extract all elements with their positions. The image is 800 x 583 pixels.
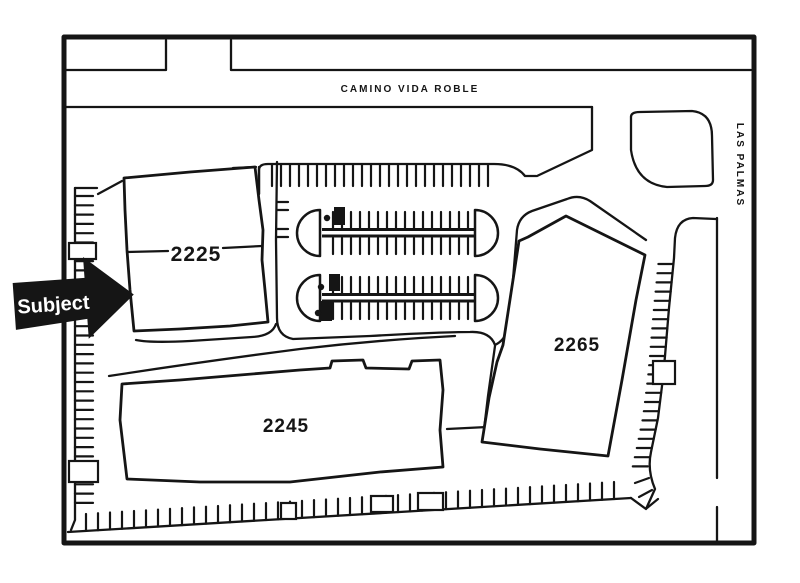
subject-arrow-icon: [12, 256, 134, 339]
upper-parking-row: [231, 162, 538, 196]
corner-landscape-parcel: [629, 109, 715, 189]
street-label-camino-vida-roble: CAMINO VIDA ROBLE: [341, 84, 480, 95]
street-las-palmas: LAS PALMAS: [715, 123, 745, 543]
building-2225: 2225: [122, 165, 270, 333]
building-label-2245: 2245: [263, 416, 309, 437]
street-camino-vida-roble: CAMINO VIDA ROBLE: [62, 38, 753, 178]
building-2265: 2265: [480, 214, 647, 458]
building-label-2225: 2225: [171, 243, 222, 266]
street-label-las-palmas: LAS PALMAS: [734, 123, 745, 207]
subject-pointer: Subject: [12, 256, 134, 339]
drive-aisle-lines: [96, 160, 648, 440]
subject-label: Subject: [17, 292, 91, 319]
parking-islands: [295, 207, 500, 323]
building-2245: 2245: [118, 358, 445, 484]
parking-row-notches: [67, 241, 677, 521]
building-label-2265: 2265: [554, 335, 600, 356]
